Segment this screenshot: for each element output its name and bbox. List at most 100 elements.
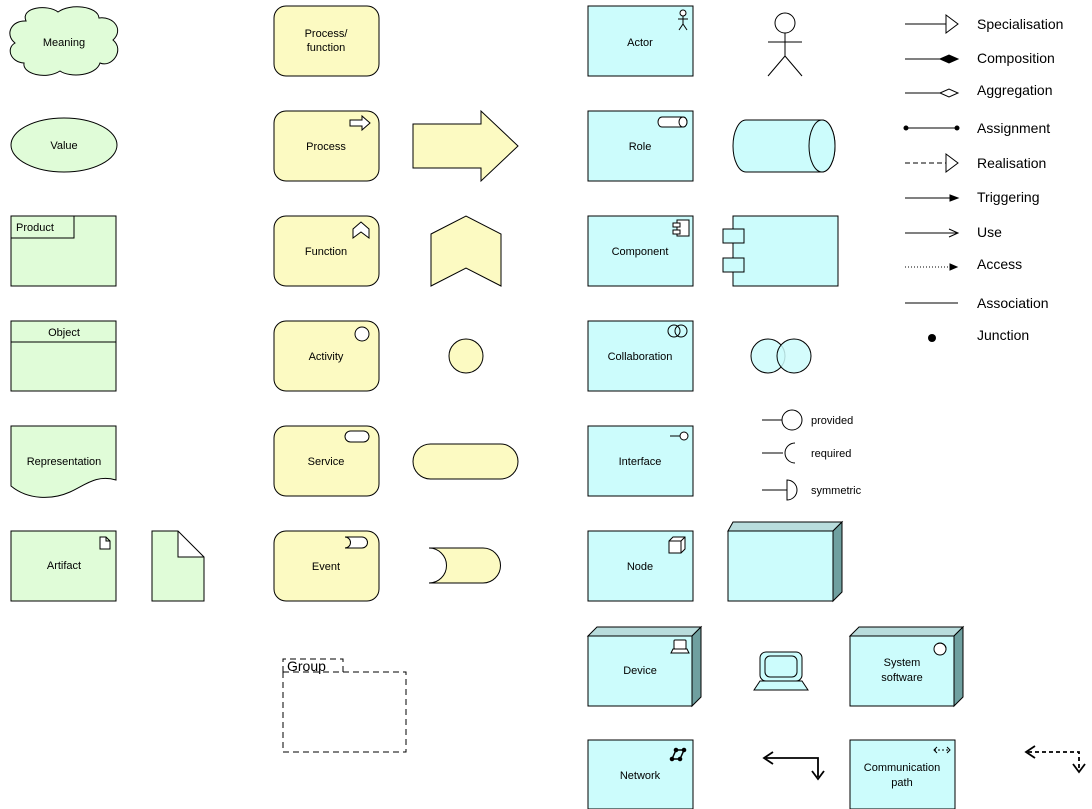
component-icon <box>672 219 690 237</box>
collaboration-standalone-icon[interactable] <box>750 338 812 374</box>
activity-box <box>273 320 380 392</box>
actor-element[interactable]: Actor <box>587 5 694 77</box>
node-cube-icon <box>668 536 686 554</box>
triggering-filled-arrow-icon <box>905 194 960 202</box>
interface-symmetric[interactable]: symmetric <box>762 479 862 501</box>
system-software-box-top <box>848 626 965 637</box>
object-element[interactable]: Object <box>10 320 117 392</box>
activity-element[interactable]: Activity <box>273 320 380 392</box>
representation-element[interactable]: Representation <box>10 425 117 498</box>
artifact-box <box>10 530 117 602</box>
legend-realisation[interactable]: Realisation <box>905 153 1046 173</box>
role-standalone-cylinder-icon[interactable] <box>732 119 836 173</box>
product-label: Product <box>16 222 54 234</box>
group-box-outline <box>282 671 407 753</box>
communication-path-icon <box>933 746 951 754</box>
device-standalone-monitor-icon[interactable] <box>753 651 809 691</box>
group-element[interactable]: Group <box>282 658 407 753</box>
collaboration-label: Collaboration <box>608 351 673 363</box>
event-element[interactable]: Event <box>273 530 380 602</box>
activity-circle-icon <box>354 326 370 342</box>
product-tab <box>11 216 75 239</box>
representation-label: Representation <box>27 456 102 468</box>
actor-standalone-stick-figure-icon[interactable] <box>767 12 803 77</box>
event-icon <box>344 536 368 549</box>
process-label: Process <box>306 141 346 153</box>
network-element[interactable]: Network <box>587 739 694 809</box>
legend-triggering[interactable]: Triggering <box>905 189 1040 205</box>
system-software-element[interactable]: System software <box>848 625 965 708</box>
function-standalone-chevron-icon[interactable] <box>430 215 502 287</box>
service-element[interactable]: Service <box>273 425 380 497</box>
legend-aggregation[interactable]: Aggregation <box>905 82 1053 98</box>
legend-label: Aggregation <box>977 82 1053 98</box>
use-open-arrow-icon <box>905 228 960 238</box>
communication-path-element[interactable]: Communication path <box>849 739 956 809</box>
activity-label: Activity <box>309 351 344 363</box>
legend-access[interactable]: Access <box>905 256 1022 272</box>
component-element[interactable]: Component <box>587 215 694 287</box>
communication-path-standalone-dashed-connector-icon[interactable] <box>1024 745 1086 774</box>
service-label: Service <box>308 456 345 468</box>
junction-filled-dot-icon <box>928 334 936 342</box>
process-function-box <box>273 5 380 77</box>
role-cylinder-icon <box>657 116 688 128</box>
legend-label: Triggering <box>977 189 1040 205</box>
activity-standalone-circle-icon[interactable] <box>448 338 484 374</box>
network-standalone-connector-icon[interactable] <box>762 751 825 781</box>
interface-label: Interface <box>619 456 662 468</box>
node-element[interactable]: Node <box>587 530 694 602</box>
process-element[interactable]: Process <box>273 110 380 182</box>
required-label: required <box>811 448 851 460</box>
legend-junction[interactable]: Junction <box>928 327 1029 343</box>
component-box <box>587 215 694 287</box>
legend-label: Junction <box>977 327 1029 343</box>
interface-required[interactable]: required <box>762 442 851 464</box>
network-icon <box>669 747 687 762</box>
product-element[interactable]: Product <box>10 215 117 287</box>
legend-label: Realisation <box>977 155 1046 171</box>
composition-filled-diamond-icon <box>905 54 960 64</box>
actor-label: Actor <box>627 37 653 49</box>
artifact-standalone-icon[interactable] <box>151 530 205 602</box>
interface-provided[interactable]: provided <box>762 409 853 431</box>
meaning-element[interactable]: Meaning <box>9 6 119 76</box>
device-element[interactable]: Device <box>586 625 703 708</box>
interface-lollipop-icon <box>670 431 689 441</box>
service-pill-icon <box>344 430 370 443</box>
representation-wave-shape <box>10 425 117 498</box>
legend-specialisation[interactable]: Specialisation <box>905 14 1063 34</box>
system-software-label-line1: System <box>884 657 921 669</box>
communication-path-label-line2: path <box>891 777 912 789</box>
provided-label: provided <box>811 415 853 427</box>
legend-association[interactable]: Association <box>905 295 1049 311</box>
artifact-icon <box>99 536 111 550</box>
legend-use[interactable]: Use <box>905 224 1002 240</box>
role-label: Role <box>629 141 652 153</box>
event-standalone-icon[interactable] <box>428 547 501 584</box>
object-box <box>10 320 117 392</box>
interface-element[interactable]: Interface <box>587 425 694 497</box>
symmetric-label: symmetric <box>811 485 862 497</box>
role-element[interactable]: Role <box>587 110 694 182</box>
communication-path-box <box>849 739 956 809</box>
object-label: Object <box>48 327 80 339</box>
device-label: Device <box>623 665 657 677</box>
specialisation-hollow-triangle-arrow-icon <box>905 14 959 34</box>
component-standalone-icon[interactable] <box>722 215 839 287</box>
legend-label: Access <box>977 256 1022 272</box>
process-function-element[interactable]: Process/ function <box>273 5 380 77</box>
process-standalone-arrow-icon[interactable] <box>412 109 519 183</box>
legend-composition[interactable]: Composition <box>905 50 1055 66</box>
node-label: Node <box>627 561 653 573</box>
value-element[interactable]: Value <box>10 117 118 173</box>
collaboration-element[interactable]: Collaboration <box>587 320 694 392</box>
function-element[interactable]: Function <box>273 215 380 287</box>
assignment-dot-both-ends-icon <box>903 125 960 131</box>
node-standalone-3d-box-icon[interactable] <box>727 520 844 603</box>
system-software-label-line2: software <box>881 672 923 684</box>
legend-assignment[interactable]: Assignment <box>903 120 1050 136</box>
network-label: Network <box>620 770 661 782</box>
service-standalone-pill-icon[interactable] <box>412 443 519 480</box>
artifact-element[interactable]: Artifact <box>10 530 117 602</box>
